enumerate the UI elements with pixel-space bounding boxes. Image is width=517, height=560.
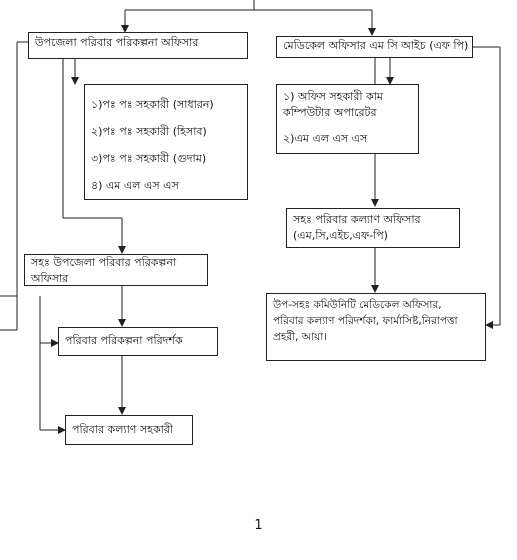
- assistant-item: ২)পঃ পঃ সহকারী (হিসাব): [91, 125, 207, 138]
- node-asst-upazila-fp-officer: সহঃ উপজেলা পরিবার পরিকল্পনা অফিসার: [24, 254, 208, 286]
- node-upazila-fp-officer: উপজেলা পরিবার পরিকল্পনা অফিসার: [28, 32, 248, 59]
- node-label: মেডিকেল অফিসার এম সি আইচ (এফ পি): [283, 39, 469, 52]
- node-fw-assistant: পরিবার কল্যাণ সহকারী: [65, 415, 193, 445]
- office-staff-line: ২)এম এল এস এস: [283, 132, 368, 145]
- node-label: পরিবার পরিকল্পনা পরিদর্শক: [65, 334, 183, 347]
- office-staff-line: কম্পিউটার অপারেটর: [283, 106, 377, 119]
- sub-asst-line: পরিবার কল্যাণ পরিদর্শকা, ফার্মাসিষ্ট,নির…: [273, 315, 458, 327]
- assistant-item: ১)পঃ পঃ সহকারী (সাধারন): [91, 98, 214, 111]
- node-label: পরিবার কল্যাণ সহকারী: [72, 423, 174, 436]
- asst-fw-officer-line: সহঃ পরিবার কল্যাণ অফিসার: [293, 213, 421, 226]
- sub-asst-line: প্রহরী, আয়া।: [273, 331, 328, 343]
- node-fp-inspector: পরিবার পরিকল্পনা পরিদর্শক: [58, 327, 218, 356]
- assistant-item: ৩)পঃ পঃ সহকারী (গুদাম): [91, 152, 207, 165]
- page-number: 1: [254, 518, 263, 533]
- node-asst-fw-officer: সহঃ পরিবার কল্যাণ অফিসার (এম,সি,এইচ,এফ-প…: [286, 208, 460, 248]
- node-office-staff: ১) অফিস সহকারী কাম কম্পিউটার অপারেটর ২)এ…: [276, 84, 419, 154]
- node-label: উপজেলা পরিবার পরিকল্পনা অফিসার: [35, 36, 199, 49]
- node-sub-asst-staff: উপ-সহঃ কমিউনিটি মেডিকেল অফিসার, পরিবার ক…: [266, 293, 486, 361]
- asst-upazila-line: অফিসার: [31, 272, 69, 285]
- sub-asst-line: উপ-সহঃ কমিউনিটি মেডিকেল অফিসার,: [273, 299, 442, 311]
- node-medical-officer-mcf: মেডিকেল অফিসার এম সি আইচ (এফ পি): [276, 36, 473, 58]
- asst-upazila-line: সহঃ উপজেলা পরিবার পরিকল্পনা: [31, 256, 177, 269]
- assistant-item: ৪) এম এল এস এস: [91, 179, 179, 192]
- office-staff-line: ১) অফিস সহকারী কাম: [283, 90, 384, 103]
- asst-fw-officer-line: (এম,সি,এইচ,এফ-পি): [293, 229, 388, 242]
- node-assistants: ১)পঃ পঃ সহকারী (সাধারন) ২)পঃ পঃ সহকারী (…: [84, 84, 248, 200]
